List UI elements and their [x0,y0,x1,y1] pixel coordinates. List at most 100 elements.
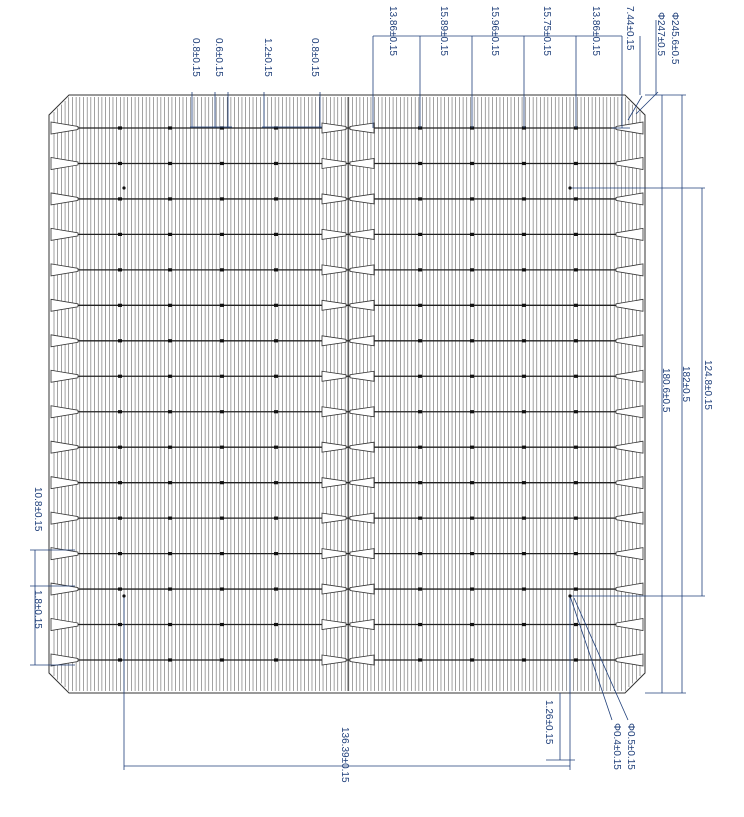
dim-bottom-1: 1.26±0.15 [543,700,554,745]
solder-pad [470,374,474,378]
busbar-taper [50,618,79,632]
busbar-taper [615,440,644,454]
solder-pad [418,516,422,520]
busbar-taper [50,405,79,419]
busbar-taper [615,298,644,312]
solder-pad [418,552,422,556]
dim-right-2: 182±0.5 [680,366,691,403]
solder-pad [274,658,278,662]
solder-pad [220,481,224,485]
solder-pad [118,481,122,485]
busbar-taper [615,618,644,632]
busbar-taper [615,369,644,383]
dim-top-2: 0.6±0.15 [213,38,224,77]
solder-pad [274,339,278,343]
solder-pad [118,587,122,591]
solder-pad [274,445,278,449]
solder-pad [522,481,526,485]
solder-pad [418,445,422,449]
solder-pad [470,232,474,236]
dim-top-9: 13.86±0.15 [590,6,601,56]
solder-pad [168,516,172,520]
solder-pad [418,622,422,627]
busbar-taper [615,156,644,170]
solder-pad [274,374,278,378]
right-dimension-lines [570,94,705,694]
solder-pad [274,587,278,591]
solder-pad [274,410,278,414]
solder-pad [220,587,224,591]
solder-pad [168,374,172,378]
solder-pad [574,339,578,343]
solder-pad [522,374,526,378]
solder-pad [418,658,422,662]
solder-pad [574,552,578,556]
solder-pad [118,232,122,236]
busbar-taper [321,370,347,382]
busbar-taper [321,654,347,666]
solder-pad [418,268,422,272]
solder-pad [574,268,578,272]
solder-pad [220,658,224,662]
busbar-taper [349,158,375,169]
solder-pad [168,587,172,591]
solder-pad [522,268,526,272]
solder-pad [522,622,526,627]
solder-pad [274,268,278,272]
solder-pad [522,339,526,343]
solder-pad [574,410,578,414]
busbar-taper [321,122,347,134]
solder-pad [168,622,172,627]
busbar-taper [615,547,644,561]
solder-pad [522,516,526,520]
solder-pad [168,232,172,236]
solder-pad [274,303,278,307]
solder-pad [274,481,278,485]
busbar-taper [321,299,347,311]
busbar-taper [615,405,644,419]
solder-pad [168,658,172,662]
busbar-taper [615,263,644,277]
solder-pad [118,303,122,307]
solder-pad [220,126,224,130]
finger-grid [53,97,641,691]
busbar-taper [321,512,347,524]
busbar-taper [321,619,347,630]
solder-pad [418,197,422,201]
busbar-taper [615,227,644,241]
solder-pad [574,232,578,236]
busbar-taper [321,158,347,169]
solder-pad [168,126,172,130]
solder-pad [522,232,526,236]
busbar-taper [349,122,375,134]
solder-pad [470,516,474,520]
busbar-taper [321,228,347,240]
dim-left-2: 1.8±0.15 [32,590,43,629]
solder-pad [118,658,122,662]
solder-pad [470,339,474,343]
busbar-taper [321,406,347,418]
busbar-taper [50,653,79,667]
busbar-taper [50,334,79,348]
top-dimension-lines [190,20,659,129]
solder-pad [118,161,122,166]
dim-top-8: 15.75±0.15 [541,6,552,56]
solder-pad [470,268,474,272]
solder-pad [574,197,578,201]
busbar-taper [321,335,347,347]
solder-pad [574,658,578,662]
solder-pad [118,410,122,414]
busbar-taper [321,193,347,205]
solder-pad [274,161,278,166]
dim-top-5: 13.86±0.15 [387,6,398,56]
solder-pad [522,658,526,662]
solder-pad [522,303,526,307]
edge-notches [50,121,644,667]
solder-pad [470,587,474,591]
solder-pad [118,126,122,130]
solder-pad [168,445,172,449]
busbar-taper [615,653,644,667]
solder-pad [522,410,526,414]
solder-pad [118,516,122,520]
